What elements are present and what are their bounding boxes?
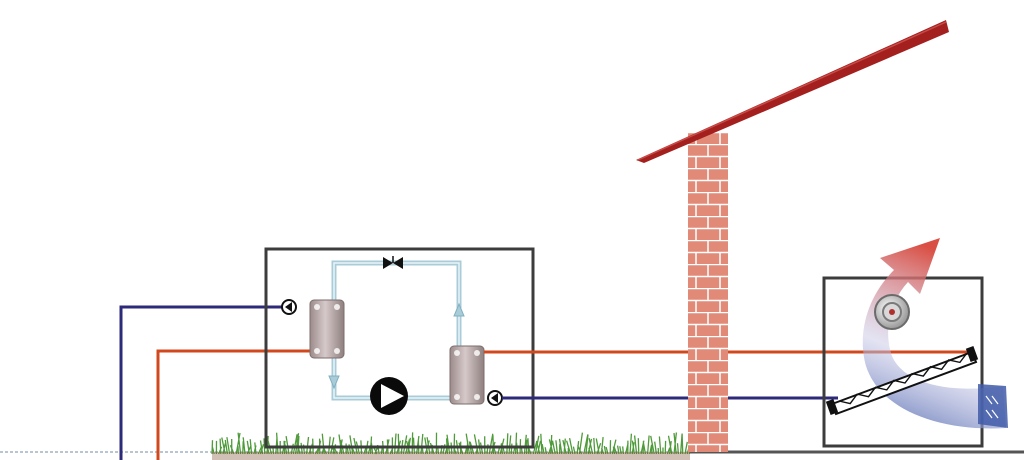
soil-strip (212, 452, 690, 460)
heating-circulator-pump-icon (487, 390, 503, 406)
flow-arrow-up-icon (453, 302, 465, 317)
cool-air-inlet-icon (978, 384, 1008, 428)
refrigerant-loop (331, 260, 462, 346)
ground-circulator-pump-icon (281, 299, 297, 315)
grass-blades (211, 432, 691, 455)
fan-icon (874, 294, 910, 330)
roof-highlight (637, 21, 947, 161)
evaporator-exchanger-icon (309, 299, 345, 359)
condenser-exchanger-icon (449, 345, 485, 405)
inlet-grille-marks (985, 395, 999, 419)
ground-loop-hot-pipe (156, 349, 310, 460)
compressor-pump-icon (370, 377, 408, 415)
heat-pump-unit-frame (264, 247, 535, 449)
flow-arrow-down-icon (328, 375, 340, 390)
brick-wall (688, 132, 728, 452)
refrigerant-loop-inner (333, 262, 460, 399)
filter-grid-icon (825, 346, 979, 416)
ground-loop-cold-pipe (119, 305, 283, 460)
